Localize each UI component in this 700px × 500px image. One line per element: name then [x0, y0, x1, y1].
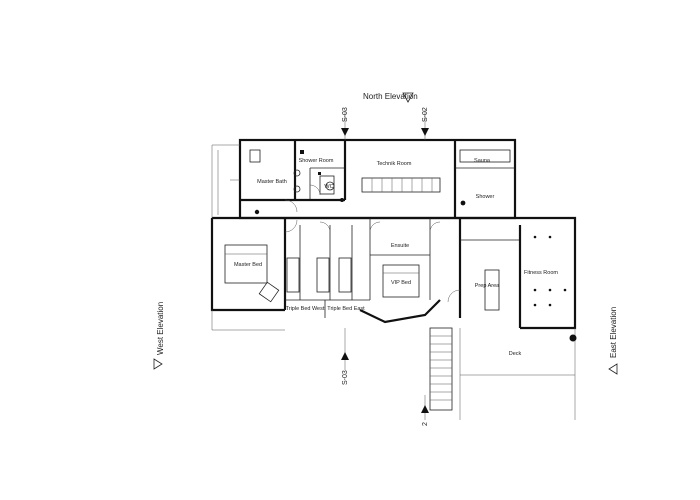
room-label-prep-area: Prep Area: [475, 283, 500, 289]
section-arrow-icon: [421, 405, 429, 413]
room-label-vip-bed: VIP Bed: [391, 280, 411, 286]
room-label-sauna: Sauna: [474, 158, 491, 164]
room-label-shower: Shower: [476, 194, 495, 200]
room-label-fitness-room: Fitness Room: [524, 270, 558, 276]
north-elevation-triangle-icon: [402, 92, 414, 103]
furniture: [224, 149, 577, 342]
room-label-wc: WC: [324, 184, 333, 190]
room-label-ensuite: Ensuite: [391, 243, 409, 249]
room-label-shower-room: Shower Room: [299, 158, 334, 164]
room-label-master-bed: Master Bed: [234, 262, 262, 268]
section-label-s03-top: S-03: [342, 107, 349, 122]
section-arrow-icon: [341, 128, 349, 136]
room-label-triple-bed-east: Triple Bed East: [327, 306, 365, 312]
deck-outline: [459, 328, 576, 420]
section-markers: [341, 110, 429, 420]
west-elevation-triangle-icon: [153, 358, 163, 370]
room-label-master-bath: Master Bath: [257, 179, 287, 185]
doors: [284, 184, 461, 303]
section-label-s02-bottom: 2: [422, 422, 429, 426]
section-arrow-icon: [341, 352, 349, 360]
room-label-deck: Deck: [509, 351, 522, 357]
east-elevation-label: East Elevation: [609, 307, 618, 358]
room-label-technik-room: Technik Room: [377, 161, 412, 167]
section-label-s02-top: S-02: [422, 107, 429, 122]
east-elevation-triangle-icon: [608, 363, 618, 375]
north-elevation-label: North Elevation: [363, 92, 418, 101]
internal-walls: [240, 140, 522, 328]
west-elevation-label: West Elevation: [156, 302, 165, 355]
entrance-stair: [429, 327, 453, 411]
room-label-triple-bed-west: Triple Bed West: [286, 306, 325, 312]
stair: [361, 177, 441, 193]
section-arrow-icon: [421, 128, 429, 136]
section-label-s03-bottom: S-03: [342, 370, 349, 385]
